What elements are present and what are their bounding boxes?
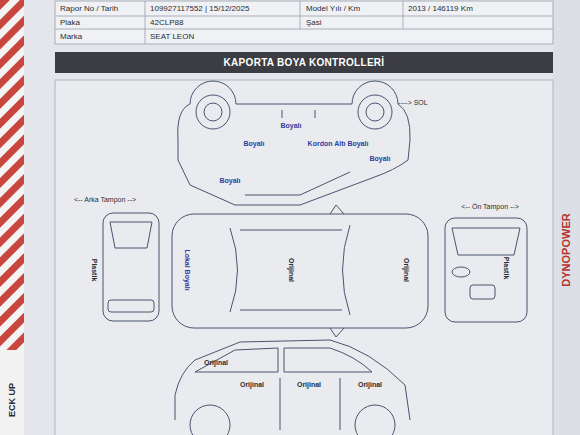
part-status: Kordon Altı Boyalı <box>308 140 369 147</box>
part-status: Orijinal <box>240 381 264 388</box>
bumper-label: <-- Arka Tampon --> <box>74 196 136 203</box>
brand-logo: DYNOPOWER <box>561 213 572 286</box>
header-table <box>55 1 553 44</box>
top-view <box>172 205 428 337</box>
part-status: Lokal Boyalı <box>184 249 191 290</box>
field-value: 2013 / 146119 Km <box>408 5 473 13</box>
part-status: Orijinal <box>403 258 410 282</box>
field-label: Şasi <box>306 19 322 27</box>
part-status: Plastik <box>503 257 510 280</box>
field-label: Rapor No / Tarih <box>60 5 118 13</box>
rear-view <box>103 213 159 321</box>
diagram-frame <box>55 80 553 435</box>
part-status: Orijinal <box>297 381 321 388</box>
field-value: 42CLP88 <box>150 19 183 27</box>
side-view-lower <box>175 340 410 435</box>
field-label: Marka <box>60 33 82 41</box>
front-view <box>445 218 527 322</box>
title-band: KAPORTA BOYA KONTROLLERİ <box>55 52 553 73</box>
title-text: KAPORTA BOYA KONTROLLERİ <box>224 57 385 68</box>
side-text: ECK UP <box>8 383 17 417</box>
edge-panel <box>553 0 580 435</box>
stripe-edge <box>0 0 24 350</box>
part-status: Boyalı <box>280 122 301 129</box>
field-value: 109927117552 | 15/12/2025 <box>150 5 249 13</box>
part-status: Orijinal <box>358 381 382 388</box>
part-status: Boyalı <box>243 140 264 147</box>
part-status: Orijinal <box>204 359 228 366</box>
side-view-upper <box>178 81 410 205</box>
part-status: Boyalı <box>219 177 240 184</box>
part-status: Plastik <box>91 259 98 282</box>
part-status: Orijinal <box>288 258 295 282</box>
field-label: Plaka <box>60 19 80 27</box>
bumper-label: <-- Ön Tampon --> <box>461 203 518 210</box>
direction-note: ----> SOL <box>398 99 427 106</box>
field-value: SEAT LEON <box>150 33 194 41</box>
edge-panel <box>0 350 24 435</box>
part-status: Boyalı <box>369 155 390 162</box>
field-label: Model Yılı / Km <box>306 5 360 13</box>
